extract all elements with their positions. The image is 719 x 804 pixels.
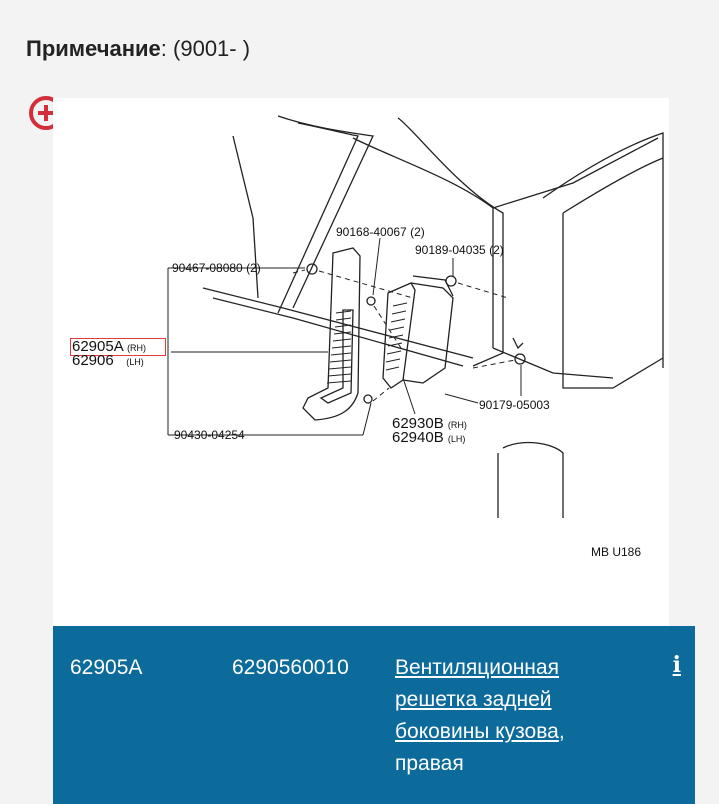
label-62906[interactable]: 62906 (LH) — [72, 353, 144, 368]
label-62905a[interactable]: 62905A (RH) — [72, 339, 146, 354]
highlight-box — [70, 338, 166, 356]
label-62930b-code: 62930B — [392, 415, 444, 432]
part-name-link[interactable]: Вентиляционная решетка задней боковины к… — [395, 656, 559, 743]
label-62940b-side: (LH) — [447, 434, 466, 444]
part-code: 62905A — [70, 656, 143, 679]
note-value: : (9001- ) — [160, 36, 251, 61]
label-62940b-code: 62940B — [392, 429, 444, 446]
label-62905a-code: 62905A — [72, 338, 123, 355]
part-name: Вентиляционная решетка задней боковины к… — [395, 652, 605, 780]
info-icon[interactable]: i — [672, 652, 681, 678]
label-62905a-side: (RH) — [127, 343, 147, 353]
diagram-code: MB U186 — [591, 545, 642, 559]
label-90179[interactable]: 90179-05003 — [479, 398, 550, 412]
label-90168[interactable]: 90168-40067 (2) — [336, 225, 425, 239]
diagram-drawing — [167, 115, 664, 518]
label-62930b-side: (RH) — [447, 420, 467, 430]
part-name-suffix: , правая — [395, 720, 565, 775]
part-number: 6290560010 — [232, 656, 349, 679]
label-62930b[interactable]: 62930B (RH) — [392, 416, 467, 431]
note-label: Примечание — [26, 36, 161, 61]
part-row: 62905A 6290560010 Вентиляционная решетка… — [53, 626, 695, 804]
note-line: Примечание: (9001- ) — [26, 36, 250, 62]
label-62906-side: (LH) — [126, 357, 144, 367]
label-90430[interactable]: 90430-04254 — [174, 428, 245, 442]
parts-diagram: 90467-08080 (2) 90168-40067 (2) 90189-04… — [53, 98, 669, 626]
label-90189[interactable]: 90189-04035 (2) — [415, 243, 504, 257]
label-62940b[interactable]: 62940B (LH) — [392, 430, 465, 445]
label-90467[interactable]: 90467-08080 (2) — [172, 261, 261, 275]
label-62906-code: 62906 — [72, 352, 114, 369]
